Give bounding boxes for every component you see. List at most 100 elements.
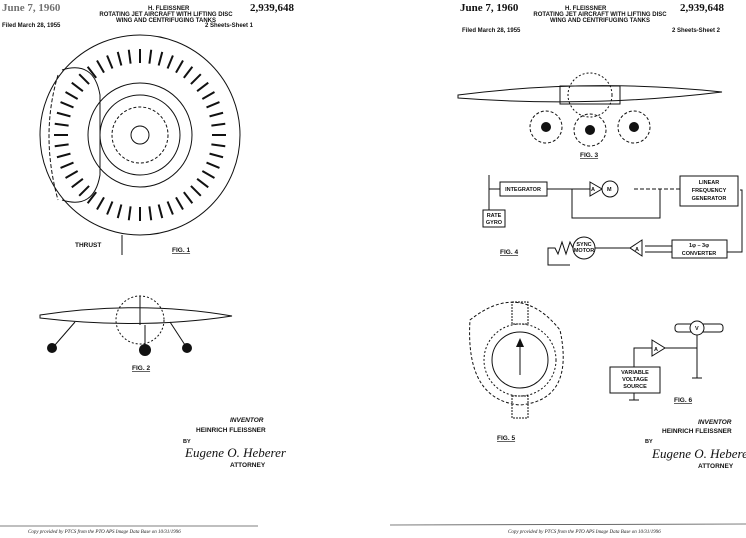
fig-3-label: FIG. 3 <box>580 152 598 159</box>
fig-1-label: FIG. 1 <box>172 247 190 254</box>
rate-gyro-block <box>482 209 506 228</box>
rate-gyro-label-1: RATE <box>487 213 502 219</box>
disc-slot <box>157 204 164 219</box>
sheet-2-title-line1: ROTATING JET AIRCRAFT WITH LIFTING DISC <box>533 12 667 18</box>
disc-slot <box>71 81 84 92</box>
converter-label-2: CONVERTER <box>682 251 717 257</box>
fig-5-label: FIG. 5 <box>497 435 515 442</box>
sheet-2-by: BY <box>645 439 653 445</box>
sheet-1-inventor-label: INVENTOR <box>230 417 264 424</box>
amplifier-36-label: A <box>635 247 639 253</box>
lfg-label-1: LINEAR <box>699 180 720 186</box>
vvs-label-3: SOURCE <box>623 384 647 390</box>
vvs-label-1: VARIABLE <box>621 370 649 376</box>
sheet-1-sheet-number: 2 Sheets-Sheet 1 <box>205 23 254 29</box>
disc-slot <box>116 204 123 219</box>
disc-slot <box>190 73 202 85</box>
amplifier-29-label: A <box>591 187 595 193</box>
disc-slot <box>60 161 74 169</box>
disc-slot <box>196 178 209 189</box>
disc-slot <box>206 101 220 109</box>
sheet-2-attorney: ATTORNEY <box>698 463 734 470</box>
fig-6-drawing: V A <box>629 320 724 401</box>
sheet-2-inventor: HEINRICH FLEISSNER <box>662 428 732 435</box>
disc-slot <box>71 178 84 189</box>
fig-4-label: FIG. 4 <box>500 249 518 256</box>
sheet-2-title-line2: WING AND CENTRIFUGING TANKS <box>550 18 650 24</box>
sheet-1-by: BY <box>183 439 191 445</box>
sync-motor-label-2: MOTOR <box>574 248 594 254</box>
sheet-1-title-line2: WING AND CENTRIFUGING TANKS <box>116 18 216 24</box>
disc-slot <box>211 143 226 148</box>
lfg-label-2: FREQUENCY <box>692 188 727 194</box>
disc-slot <box>183 191 194 204</box>
converter-block <box>671 239 728 259</box>
sheet-1-attorney: ATTORNEY <box>230 462 266 469</box>
disc-slot <box>54 122 69 127</box>
disc-slot <box>56 152 71 159</box>
disc-slot <box>211 122 226 127</box>
fig-1-drawing <box>39 34 241 255</box>
disc-slot <box>86 66 97 79</box>
disc-slot <box>190 185 202 197</box>
sheet-1: June 7, 1960 H. FLEISSNER 2,939,648 ROTA… <box>0 2 295 535</box>
disc-slot <box>96 196 105 210</box>
disc-slot <box>206 161 220 169</box>
disc-slot <box>54 143 69 148</box>
disc-slot <box>175 60 184 74</box>
disc-slot <box>166 55 174 69</box>
converter-label-1: 1φ – 3φ <box>689 243 709 249</box>
disc-slot <box>201 170 215 179</box>
disc-slot <box>56 111 71 118</box>
disc-slot <box>106 201 114 215</box>
disc-slot <box>127 49 132 64</box>
sheet-2-filed-date: Filed March 28, 1955 <box>462 28 521 34</box>
voltmeter-label: V <box>695 326 699 332</box>
disc-slot <box>78 185 90 197</box>
fig-1-thrust-label: THRUST <box>75 242 101 249</box>
fig-4-drawing: A M A SYNC MOTOR <box>488 175 743 266</box>
integrator-label: INTEGRATOR <box>505 187 541 193</box>
disc-slot <box>166 201 174 215</box>
sheet-2-footer: Copy provided by PTCS from the PTO APS I… <box>508 530 661 535</box>
linear-frequency-generator-block <box>679 175 739 207</box>
sync-motor-label-1: SYNC <box>576 242 591 248</box>
disc-slot <box>60 101 74 109</box>
disc-slot <box>65 91 79 100</box>
sheet-2-signature: Eugene O. Heberer <box>651 446 746 461</box>
fig-2-drawing <box>39 295 233 356</box>
fig-3-drawing <box>457 72 723 147</box>
disc-slot <box>96 60 105 74</box>
disc-slot <box>127 206 132 221</box>
disc-slot <box>106 55 114 69</box>
sheet-2-date: June 7, 1960 <box>460 2 519 14</box>
sheet-1-date: June 7, 1960 <box>2 2 61 14</box>
disc-slot <box>148 206 153 221</box>
sheet-1-filed-date: Filed March 28, 1955 <box>2 23 61 29</box>
disc-slot <box>78 73 90 85</box>
sheet-1-title-line1: ROTATING JET AIRCRAFT WITH LIFTING DISC <box>99 12 233 18</box>
sheet-2-sheet-number: 2 Sheets-Sheet 2 <box>672 28 721 34</box>
disc-slot <box>148 49 153 64</box>
disc-slot <box>209 111 224 118</box>
sheet-1-footer: Copy provided by PTCS from the PTO APS I… <box>28 530 181 535</box>
rate-gyro-label-2: GYRO <box>486 220 503 226</box>
lfg-label-3: GENERATOR <box>692 196 727 202</box>
variable-voltage-source-block <box>609 366 661 394</box>
disc-slot <box>209 152 224 159</box>
sheet-2-patent-number: 2,939,648 <box>680 2 725 14</box>
disc-slot <box>196 81 209 92</box>
sheet-2: June 7, 1960 H. FLEISSNER 2,939,648 ROTA… <box>389 2 746 535</box>
disc-slot <box>116 51 123 66</box>
disc-slot <box>201 91 215 100</box>
fig-2-label: FIG. 2 <box>132 365 150 372</box>
disc-slot <box>65 170 79 179</box>
amplifier-43-label: A <box>654 347 658 353</box>
sheet-1-signature: Eugene O. Heberer <box>184 445 287 460</box>
sheet-2-inventor-label: INVENTOR <box>698 419 732 426</box>
integrator-block <box>499 181 548 197</box>
disc-slot <box>86 191 97 204</box>
fig-5-drawing <box>469 301 564 419</box>
sheet-1-inventor-name: H. FLEISSNER <box>148 6 190 12</box>
